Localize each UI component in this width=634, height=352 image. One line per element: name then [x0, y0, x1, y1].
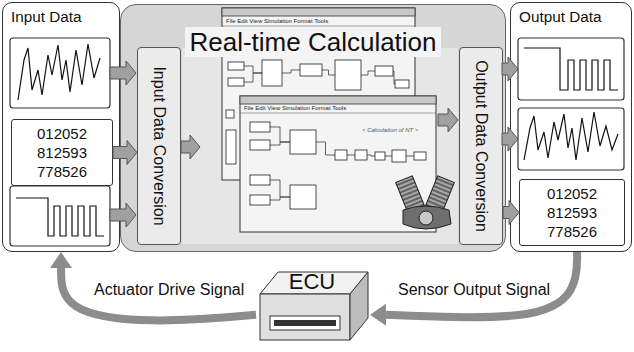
menu-bar: File Edit View Simulation Format Tools	[244, 105, 346, 112]
data-box: 012052 812593 778526	[11, 119, 113, 186]
model-wire	[270, 142, 290, 145]
model-block	[300, 64, 322, 76]
model-wire	[347, 155, 355, 156]
model-block	[392, 150, 406, 162]
signal-connector-group	[503, 201, 519, 225]
block-arrow	[502, 57, 518, 81]
node-text: 012052 812593 778526	[32, 124, 92, 181]
model-wire	[322, 70, 335, 75]
calculation-panel: Input Data Conversion Output Data Convers…	[120, 4, 506, 252]
node-text: Output Data Conversion	[472, 60, 490, 232]
pulse-waveform	[524, 48, 618, 90]
model-wire	[244, 66, 262, 73]
engine-cover	[419, 211, 433, 225]
analog-waveform	[18, 44, 100, 100]
data-box: 012052 812593 778526	[519, 179, 625, 246]
edge-label: Sensor Output Signal	[396, 280, 552, 299]
signal-connector-group	[113, 141, 137, 165]
model-block	[290, 185, 316, 209]
conversion-box: Input Data Conversion	[137, 47, 181, 245]
signal-connector-group	[50, 252, 256, 320]
block-arrow	[502, 127, 518, 151]
block-arrow	[181, 135, 200, 159]
block-arrow	[438, 108, 458, 132]
block-arrow	[110, 61, 136, 85]
model-block	[250, 122, 270, 132]
block-arrow	[503, 201, 519, 225]
window-title-bar	[240, 96, 436, 104]
model-wire	[385, 156, 392, 157]
software-window	[222, 8, 415, 180]
pulse-waveform	[16, 198, 104, 236]
model-wire	[406, 156, 414, 157]
model-block	[226, 110, 234, 118]
analog-waveform	[524, 112, 618, 160]
ecu-side-face	[350, 272, 368, 340]
software-window	[240, 96, 436, 232]
model-wire	[361, 71, 375, 75]
engine-illustration	[396, 176, 455, 229]
ecu-front-face	[260, 294, 350, 340]
model-wire	[270, 197, 290, 200]
node-text: 012052 812593 778526	[542, 184, 602, 241]
model-block	[375, 66, 393, 76]
ecu-slot-inner	[274, 320, 336, 326]
node-text: Input Data Conversion	[150, 66, 168, 225]
model-block	[395, 80, 409, 88]
engine-cylinder	[396, 176, 425, 212]
model-block	[250, 175, 270, 185]
model-block	[262, 60, 282, 86]
arrow-head	[50, 252, 72, 268]
signal-arrow	[61, 268, 256, 320]
input-panel: 012052 812593 778526 Input Data	[2, 2, 120, 252]
model-wire	[393, 71, 395, 84]
signal-box	[518, 108, 624, 170]
signal-arrow	[386, 252, 577, 317]
model-block	[335, 150, 347, 160]
model-block	[250, 195, 270, 205]
node-text: ECU	[256, 270, 368, 294]
engine-crankcase	[403, 206, 451, 229]
model-wire	[270, 127, 290, 142]
signal-box	[518, 38, 624, 100]
node-text: Input Data	[3, 3, 119, 26]
menu-bar: File Edit View Simulation Format Tools	[226, 18, 328, 25]
model-block	[226, 130, 236, 164]
model-annotation: < Calculation of NT >	[362, 127, 418, 134]
model-block	[355, 150, 367, 160]
signal-box	[10, 38, 110, 108]
block-arrow	[113, 141, 137, 165]
engine-cylinder	[426, 176, 455, 212]
window-title-bar	[222, 8, 415, 16]
model-wire	[244, 73, 262, 82]
model-wire	[270, 180, 290, 197]
model-block	[375, 152, 385, 160]
arrow-head	[370, 304, 386, 326]
node-text: Real-time Calculation	[185, 27, 440, 57]
model-block	[250, 140, 270, 150]
node-text: Output Data	[511, 3, 631, 26]
calculation-area	[182, 48, 458, 244]
model-block	[414, 152, 426, 160]
model-block	[228, 62, 244, 70]
conversion-box: Output Data Conversion	[459, 47, 503, 245]
model-block	[290, 130, 316, 154]
ecu-box: ECU	[256, 264, 370, 346]
signal-connector-group	[370, 252, 577, 326]
model-wire	[316, 142, 335, 155]
menu-rule	[222, 26, 415, 27]
signal-box	[10, 186, 110, 246]
block-arrow	[110, 203, 136, 227]
model-wire	[367, 155, 375, 156]
output-panel: 012052 812593 778526 Output Data	[510, 2, 632, 252]
model-wire	[282, 70, 300, 73]
model-block	[335, 60, 361, 90]
ecu-slot	[270, 316, 340, 330]
menu-rule	[240, 113, 436, 114]
edge-label: Actuator Drive Signal	[92, 280, 246, 299]
model-block	[228, 78, 244, 86]
